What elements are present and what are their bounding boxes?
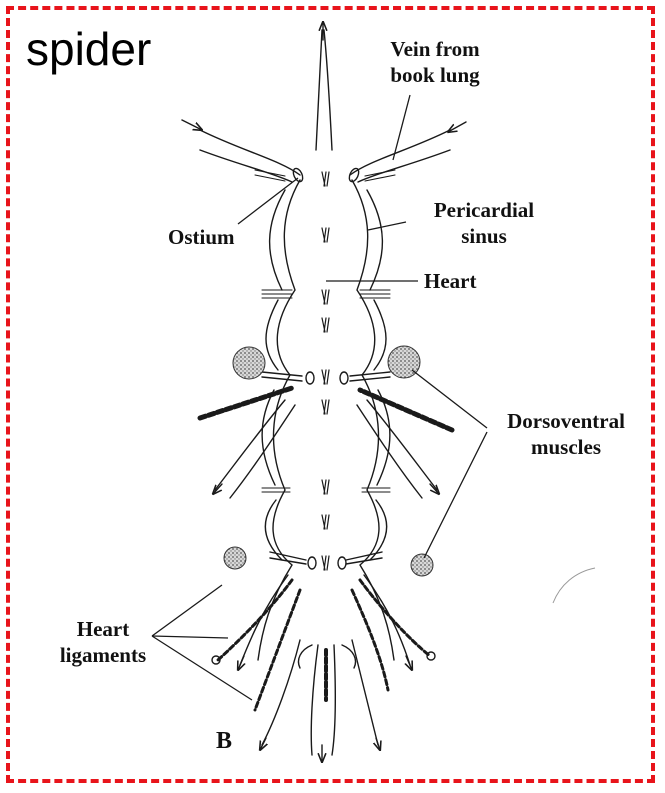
ostium-3-right [338, 557, 346, 569]
muscle-disc-upper-left [233, 347, 265, 379]
muscle-disc-lower-left [224, 547, 246, 569]
label-pericardial-sinus: Pericardial sinus [404, 197, 564, 249]
right-vein [350, 130, 450, 182]
label-ostium: Ostium [168, 224, 268, 250]
leader-dorsoventral-2 [424, 432, 487, 558]
ostium-2-left [306, 372, 314, 384]
left-vein [200, 130, 300, 182]
ostium-1-right [347, 167, 360, 183]
pericardial-sinus-right [367, 190, 390, 560]
posterior-ligament-right-2 [352, 590, 388, 690]
dorsoventral-muscle-discs [224, 346, 433, 576]
ostium-1-left [291, 167, 304, 183]
stray-mark [553, 568, 595, 603]
anterior-aorta [316, 30, 332, 150]
diagram-title: spider [26, 26, 151, 72]
leader-ligament-3 [152, 636, 252, 700]
label-dorsoventral-muscles: Dorsoventral muscles [486, 408, 646, 460]
leader-ligament-2 [152, 636, 228, 638]
posterior-ligament-left-1 [218, 580, 292, 660]
muscle-disc-lower-right [411, 554, 433, 576]
figure-letter: B [216, 728, 232, 755]
muscle-band-right [360, 390, 452, 430]
label-vein-from-book-lung: Vein from book lung [370, 36, 500, 88]
posterior-ligament-right-1 [360, 580, 430, 656]
posterior-ligament-left-2 [255, 590, 300, 710]
ostium-3-left [308, 557, 316, 569]
leader-ligament-1 [152, 585, 222, 636]
label-leader-lines [152, 95, 487, 700]
label-heart-ligaments: Heart ligaments [48, 616, 158, 668]
leader-ostium [238, 178, 298, 224]
posterior-aorta [262, 640, 378, 755]
heart-center-marks [322, 172, 329, 570]
ostium-2-right [340, 372, 348, 384]
leader-pericardial [368, 222, 406, 230]
label-heart: Heart [424, 268, 504, 294]
